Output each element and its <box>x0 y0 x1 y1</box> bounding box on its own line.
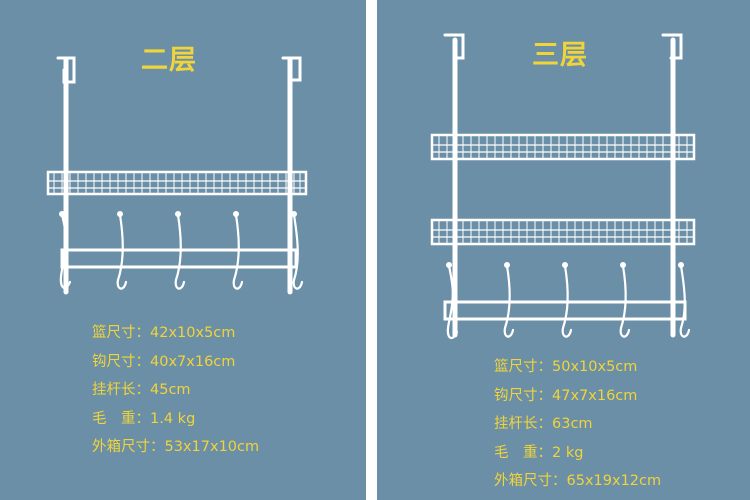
panel-title: 三层 <box>532 40 588 71</box>
spec-rod-length: 挂杆长：45cm <box>92 382 191 398</box>
spec-carton-size: 外箱尺寸：53x17x10cm <box>92 439 260 455</box>
spec-basket-size: 篮尺寸：42x10x5cm <box>92 325 236 341</box>
panel-title: 二层 <box>141 45 197 76</box>
two-tier-rack-image <box>46 56 308 295</box>
spec-list: 篮尺寸：42x10x5cm 钩尺寸：40x7x16cm 挂杆长：45cm 毛 重… <box>92 319 259 462</box>
spec-basket-size: 篮尺寸：50x10x5cm <box>494 359 638 375</box>
spec-hook-size: 钩尺寸：40x7x16cm <box>92 353 236 370</box>
spec-hook-size: 钩尺寸：47x7x16cm <box>494 387 638 404</box>
spec-gross-weight: 毛 重：2 kg <box>494 444 584 461</box>
product-panel-two-tier: 二层 篮尺寸：42x10x5cm 钩尺寸：40x7x16cm 挂杆长：45cm … <box>0 0 366 500</box>
three-tier-rack-image <box>430 33 696 340</box>
spec-rod-length: 挂杆长：63cm <box>494 416 593 432</box>
spec-carton-size: 外箱尺寸：65x19x12cm <box>494 473 662 489</box>
product-panel-three-tier: 三层 篮尺寸：50x10x5cm 钩尺寸：47x7x16cm 挂杆长：63cm … <box>377 0 750 500</box>
spec-gross-weight: 毛 重：1.4 kg <box>92 410 196 427</box>
spec-list: 篮尺寸：50x10x5cm 钩尺寸：47x7x16cm 挂杆长：63cm 毛 重… <box>494 353 661 496</box>
